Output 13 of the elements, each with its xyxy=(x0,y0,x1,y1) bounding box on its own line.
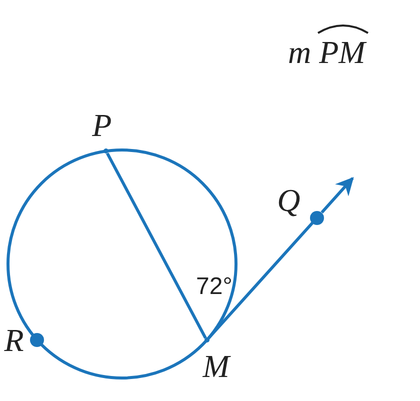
point-label: M xyxy=(202,350,230,382)
point-dot xyxy=(310,210,324,225)
ray-arrow xyxy=(320,176,354,214)
point xyxy=(204,338,210,343)
point-dot xyxy=(30,333,44,348)
arc-measure-title: m PM xyxy=(288,36,366,68)
point xyxy=(104,148,109,154)
point-label: R xyxy=(4,324,24,356)
point-label: Q xyxy=(277,184,300,216)
line-segment xyxy=(106,152,207,339)
line-segment xyxy=(207,222,314,340)
point-label: P xyxy=(92,109,112,142)
angle-label: 72° xyxy=(196,275,232,299)
